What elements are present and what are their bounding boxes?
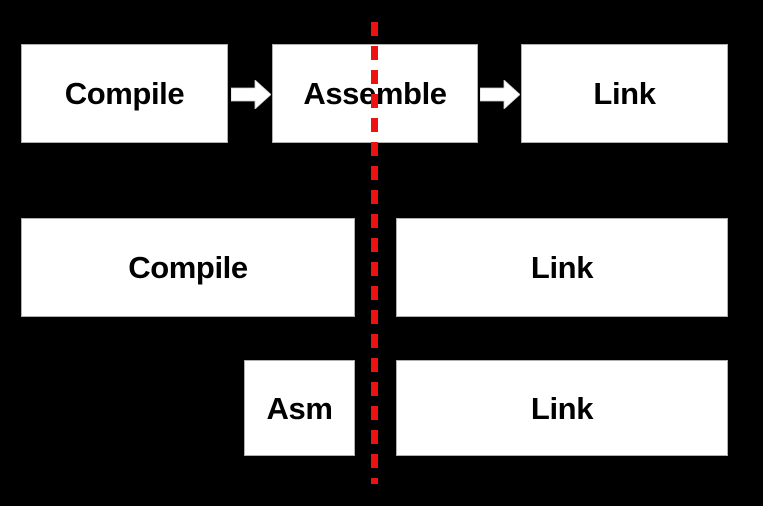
stage-box-label: Link — [530, 250, 594, 285]
split-divider-dash — [371, 94, 378, 108]
stage-box-label: Link — [530, 390, 594, 426]
arrow-right-icon-1 — [231, 80, 271, 109]
split-divider-dash — [371, 334, 378, 348]
stage-box-label: Link — [593, 76, 656, 111]
split-divider-dash — [371, 310, 378, 324]
split-divider-dash — [371, 478, 378, 484]
stage-box-label: Compile — [64, 76, 185, 111]
split-divider-dash — [371, 382, 378, 396]
split-divider-dash — [371, 430, 378, 444]
arrow-right-icon-2 — [480, 80, 520, 109]
split-divider-dash — [371, 190, 378, 204]
stage-box-compile-2[interactable]: Compile — [21, 218, 355, 317]
split-divider-dash — [371, 214, 378, 228]
split-divider-dash — [371, 262, 378, 276]
split-divider-dash — [371, 142, 378, 156]
split-divider-dash — [371, 118, 378, 132]
stage-box-link-3[interactable]: Link — [396, 360, 728, 456]
stage-box-link-2[interactable]: Link — [396, 218, 728, 317]
stage-box-label: Compile — [128, 250, 248, 285]
split-divider-dash — [371, 406, 378, 420]
stage-box-label: Asm — [266, 390, 333, 426]
split-divider-dash — [371, 358, 378, 372]
stage-box-link-1[interactable]: Link — [521, 44, 728, 143]
split-divider-dash — [371, 238, 378, 252]
stage-box-asm[interactable]: Asm — [244, 360, 355, 456]
split-divider-dash — [371, 70, 378, 84]
stage-box-compile-1[interactable]: Compile — [21, 44, 228, 143]
split-divider-dash — [371, 454, 378, 468]
split-divider-dash — [371, 166, 378, 180]
split-divider-line — [371, 22, 378, 484]
split-divider-dash — [371, 22, 378, 36]
split-divider-dash — [371, 46, 378, 60]
split-divider-dash — [371, 286, 378, 300]
